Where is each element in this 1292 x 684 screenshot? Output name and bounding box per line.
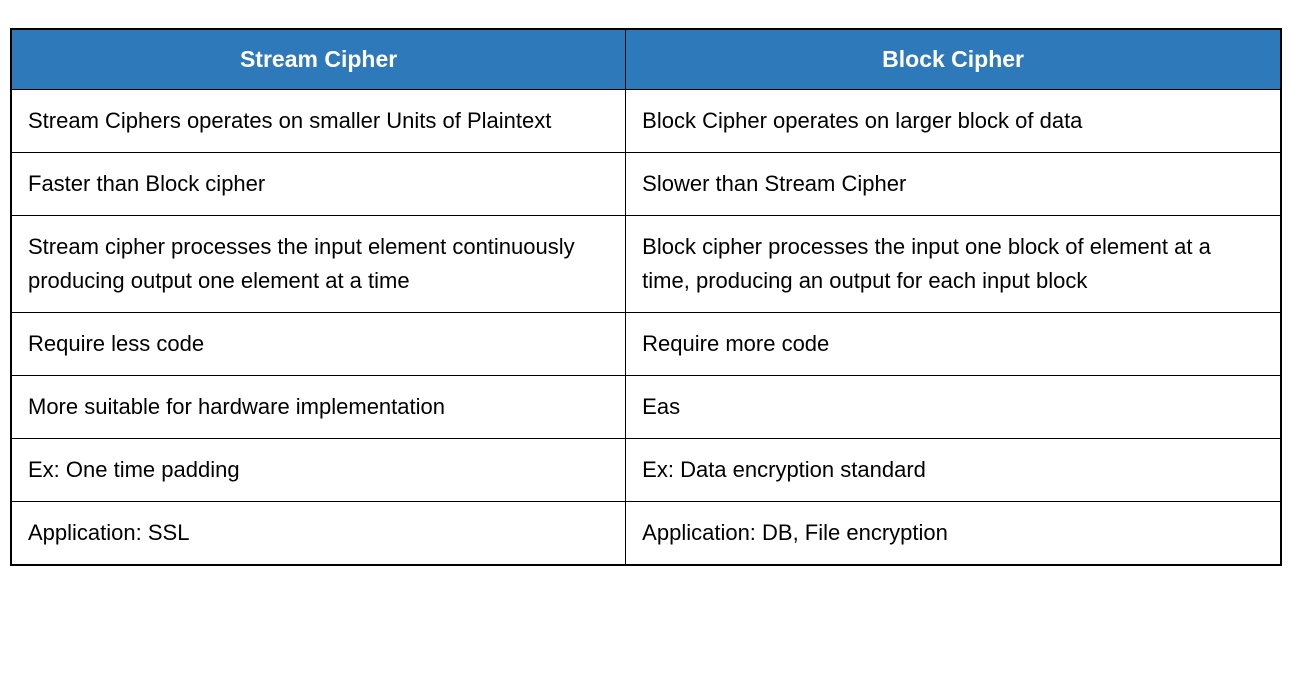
table-cell: Faster than Block cipher [10,151,627,216]
table-row: Stream Ciphers operates on smaller Units… [10,88,1282,153]
header-cell-stream-cipher: Stream Cipher [10,28,627,90]
table-cell: More suitable for hardware implementatio… [10,374,627,439]
table-row: Require less code Require more code [10,311,1282,376]
table-cell: Block Cipher operates on larger block of… [625,88,1282,153]
cipher-comparison-table: Stream Cipher Block Cipher Stream Cipher… [10,28,1282,566]
table-cell: Stream Ciphers operates on smaller Units… [10,88,627,153]
table-cell: Stream cipher processes the input elemen… [10,214,627,313]
table-row: Stream cipher processes the input elemen… [10,214,1282,313]
table-cell: Ex: Data encryption standard [625,437,1282,502]
table-cell: Slower than Stream Cipher [625,151,1282,216]
table-cell: Application: SSL [10,500,627,565]
table-cell: Eas [625,374,1282,439]
table-cell: Require less code [10,311,627,376]
table-row: Application: SSL Application: DB, File e… [10,500,1282,565]
table-cell: Block cipher processes the input one blo… [625,214,1282,313]
table-header-row: Stream Cipher Block Cipher [10,28,1282,90]
table-row: Faster than Block cipher Slower than Str… [10,151,1282,216]
table-row: Ex: One time padding Ex: Data encryption… [10,437,1282,502]
table-cell: Ex: One time padding [10,437,627,502]
table-row: More suitable for hardware implementatio… [10,374,1282,439]
table-cell: Application: DB, File encryption [625,500,1282,565]
header-cell-block-cipher: Block Cipher [625,28,1282,90]
table-cell: Require more code [625,311,1282,376]
